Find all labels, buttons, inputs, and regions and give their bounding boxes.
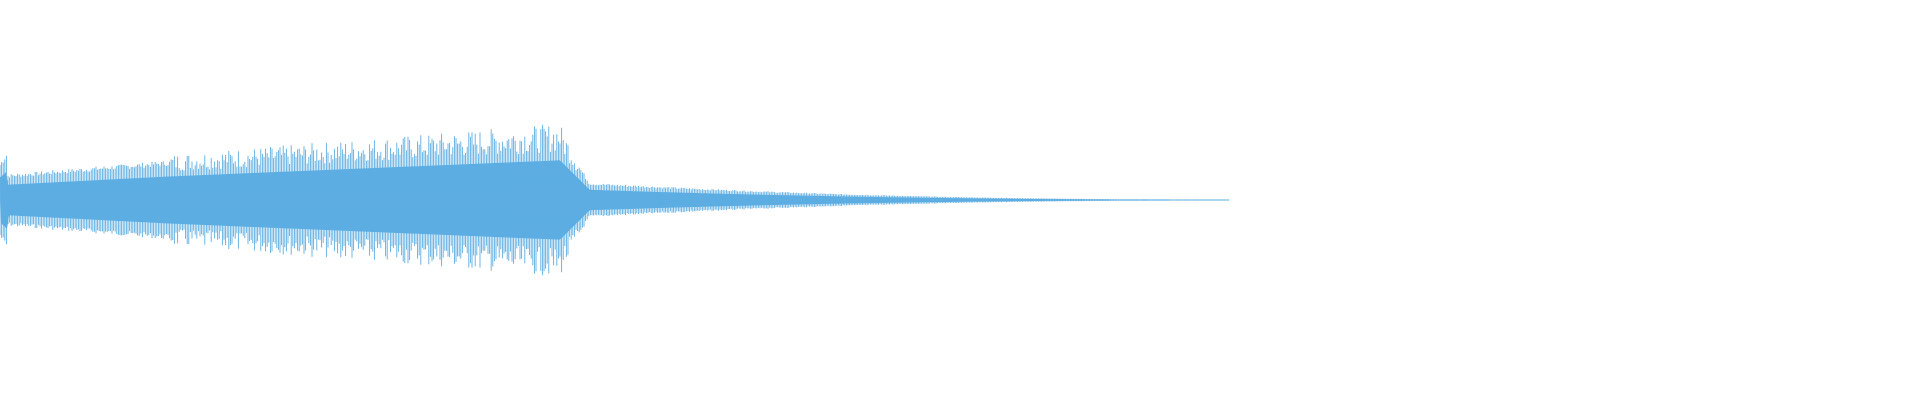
waveform-graphic bbox=[0, 124, 1230, 276]
